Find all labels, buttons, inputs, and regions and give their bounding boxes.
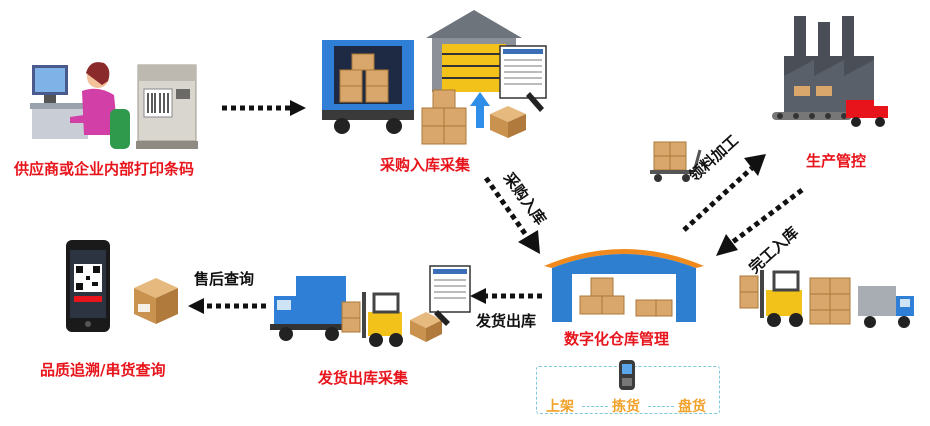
quality-trace-label: 品质追溯/串货查询 xyxy=(40,361,166,379)
op-picking-label: 拣货 xyxy=(612,399,640,415)
purchase-inbound-group xyxy=(318,8,558,148)
forklift-icon xyxy=(739,270,803,327)
handheld-pda-icon xyxy=(619,360,635,390)
delivery-truck-right-icon xyxy=(858,286,914,328)
production-control-label: 生产管控 xyxy=(806,152,867,170)
op-shelving-label: 上架 xyxy=(546,399,574,415)
shipping-outbound-label: 发货出库采集 xyxy=(318,369,409,387)
forklift-outbound-icon xyxy=(341,292,403,347)
scanner-form-outbound-icon xyxy=(410,265,471,342)
digital-warehouse-label: 数字化仓库管理 xyxy=(564,330,670,348)
arrow-after-sales xyxy=(188,298,266,314)
arrow-purchase-in xyxy=(483,176,540,254)
supplier-print-group xyxy=(20,55,220,175)
arrow-ship-out xyxy=(470,288,542,304)
delivery-truck-icon xyxy=(270,276,348,341)
package-icon xyxy=(490,106,526,138)
package-stack-icon xyxy=(421,89,490,145)
arrow-supplier-to-purchase xyxy=(222,100,306,116)
scanner-form-icon xyxy=(499,45,547,112)
op-separator-1 xyxy=(582,406,608,407)
arrow-finished-in xyxy=(716,188,804,256)
edge-after-sales-label: 售后查询 xyxy=(194,270,255,288)
arrow-material-processing xyxy=(682,154,766,232)
smartphone-scanner-icon xyxy=(66,240,110,332)
package-stack-right-icon xyxy=(809,277,851,325)
clerk-at-computer-icon xyxy=(30,62,130,149)
factory-icon xyxy=(772,16,888,127)
supplier-print-label: 供应商或企业内部打印条码 xyxy=(14,160,195,178)
package-icon-left xyxy=(134,278,178,324)
barcode-printer-icon xyxy=(136,64,198,149)
op-counting-label: 盘货 xyxy=(678,399,706,415)
purchase-inbound-label: 采购入库采集 xyxy=(380,156,471,174)
container-truck-icon xyxy=(322,40,414,134)
hand-cart-icon xyxy=(650,141,702,182)
warehouse-icon xyxy=(544,249,704,322)
op-separator-2 xyxy=(648,406,674,407)
edge-ship-out-label: 发货出库 xyxy=(476,312,537,330)
